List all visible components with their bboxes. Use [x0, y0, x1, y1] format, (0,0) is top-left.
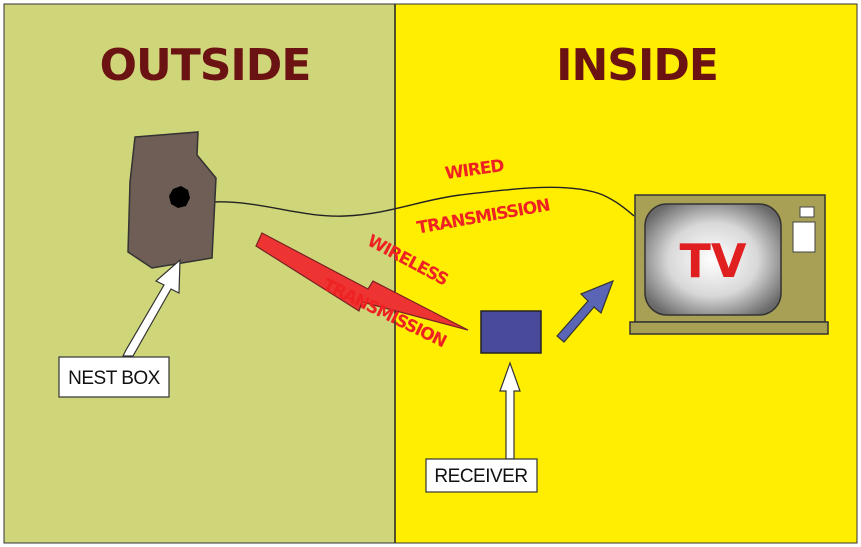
tv-label: TV	[680, 234, 747, 288]
tv-set: TV	[630, 195, 828, 334]
inside-heading: INSIDE	[556, 40, 718, 91]
receiver-label: RECEIVER	[434, 466, 527, 487]
tv-knob-icon	[800, 207, 814, 217]
outside-heading: OUTSIDE	[100, 40, 311, 91]
tv-control-panel	[793, 222, 815, 252]
receiver-box	[481, 311, 541, 353]
tv-base	[630, 322, 828, 334]
nest-box-label: NEST BOX	[68, 368, 161, 389]
